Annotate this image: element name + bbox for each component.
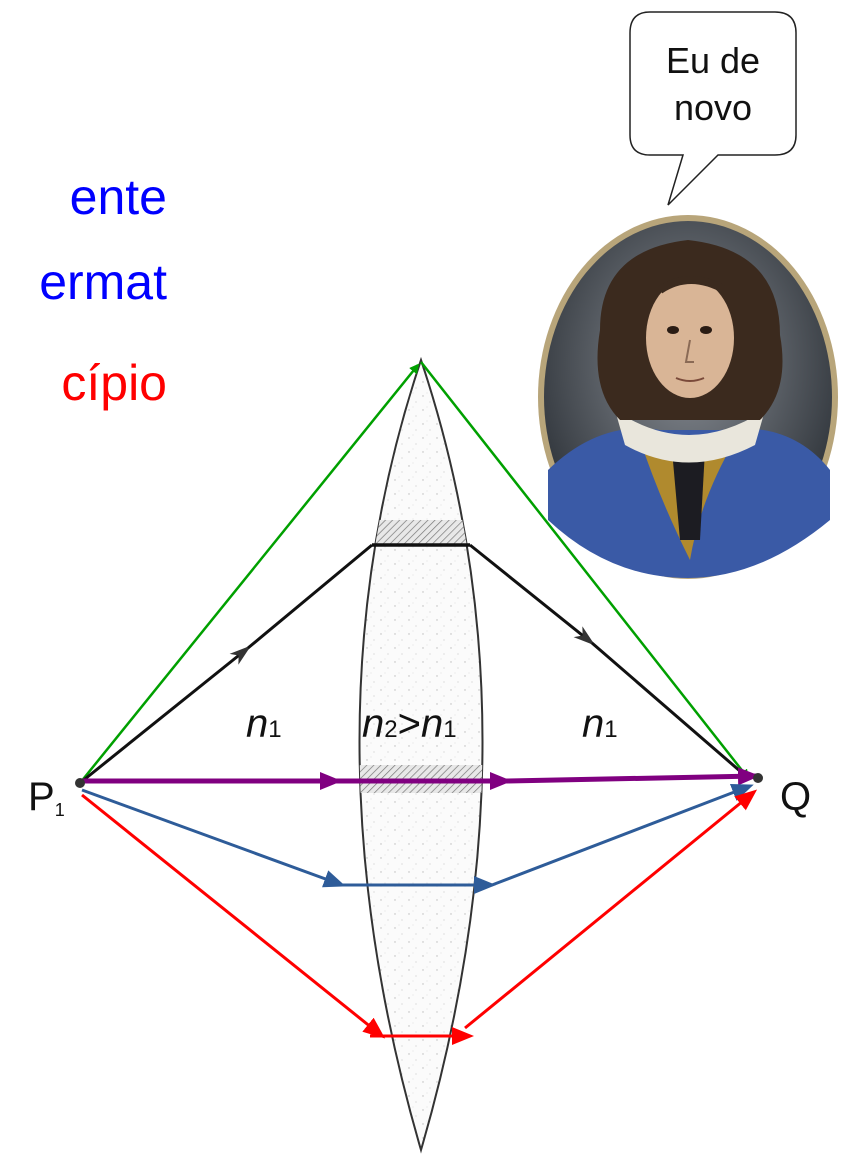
speech-bubble-line-1: Eu de [666,40,760,81]
title-line-2: ermat [39,254,167,310]
label-p: P1 [28,775,65,820]
label-n2-gt-n1: n2>n1 [362,702,457,746]
lens [358,356,484,1154]
point-q-dot [753,773,763,783]
ray-red [81,789,758,1045]
ray-blue [81,784,754,894]
speech-bubble: Eu de novo [629,11,797,206]
ray-purple [80,767,760,790]
lens-hatch-top [359,520,483,545]
ray-green [79,361,750,784]
title-line-1: ente [69,169,167,225]
title-line-3: cípio [61,355,167,411]
portrait-image [538,215,838,579]
ray-black [79,543,749,785]
point-p-dot [75,778,85,788]
label-q: Q [780,775,811,819]
label-n1-left: n1 [246,702,282,746]
speech-bubble-line-2: novo [674,87,752,128]
label-n1-right: n1 [582,702,618,746]
